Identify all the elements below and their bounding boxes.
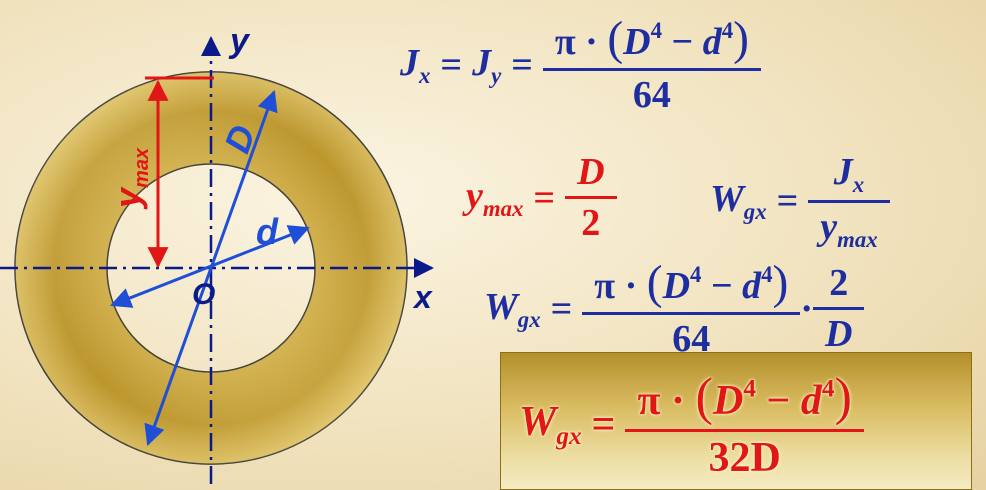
inner-diameter-label: d [256, 211, 279, 252]
inner-diameter-arrow [110, 225, 310, 308]
section-modulus-formula: Wgx = Jx ymax [710, 150, 890, 253]
numerator: Jx [833, 151, 865, 197]
denominator: 2 [565, 196, 617, 245]
result-formula: Wgx = π · (D4 − d4) 32D [519, 367, 864, 482]
jx-symbol: Jx [400, 41, 431, 88]
substitution-formula: Wgx = π · (D4 − d4) 64 · 2 D [484, 256, 865, 361]
fraction: π · (D4 − d4) 64 [582, 256, 801, 361]
fraction: Jx ymax [808, 150, 890, 253]
denominator: D [813, 307, 865, 356]
numerator: π · (D4 − d4) [554, 13, 749, 65]
ring-sheen [14, 71, 408, 465]
numerator: D [577, 151, 605, 193]
denominator: 32D [625, 429, 864, 482]
equals-sign: = [550, 287, 573, 330]
x-axis-label: x [412, 279, 433, 315]
equals-sign: = [591, 401, 616, 448]
equals-sign: = [776, 180, 799, 223]
wgx-symbol: Wgx [519, 399, 582, 450]
ymax-symbol: ymax [466, 174, 524, 221]
jy-symbol: Jy [472, 41, 502, 88]
origin-label: O [192, 278, 215, 311]
multiply-dot: · [800, 287, 814, 330]
annulus-diagram: y x O D d ymax [0, 22, 434, 484]
result-panel: Wgx = π · (D4 − d4) 32D [500, 352, 972, 490]
fraction: π · (D4 − d4) 32D [625, 367, 864, 482]
equals-sign: = [511, 43, 533, 86]
numerator: 2 [829, 262, 849, 304]
y-axis-label: y [228, 22, 251, 60]
wgx-symbol: Wgx [710, 178, 767, 225]
equals-sign: = [533, 176, 556, 219]
polar-moment-formula: Jx = Jy = π · (D4 − d4) 64 [400, 12, 761, 117]
ymax-label: ymax [107, 147, 153, 210]
fraction: π · (D4 − d4) 64 [542, 12, 761, 117]
ymax-formula: ymax = D 2 [466, 150, 617, 245]
denominator: ymax [808, 199, 890, 253]
fraction: 2 D [813, 261, 865, 356]
numerator: π · (D4 − d4) [637, 368, 852, 426]
wgx-symbol: Wgx [484, 285, 541, 332]
fraction: D 2 [565, 150, 617, 245]
equals-sign: = [440, 43, 463, 86]
denominator: 64 [542, 68, 761, 117]
numerator: π · (D4 − d4) [594, 257, 789, 309]
